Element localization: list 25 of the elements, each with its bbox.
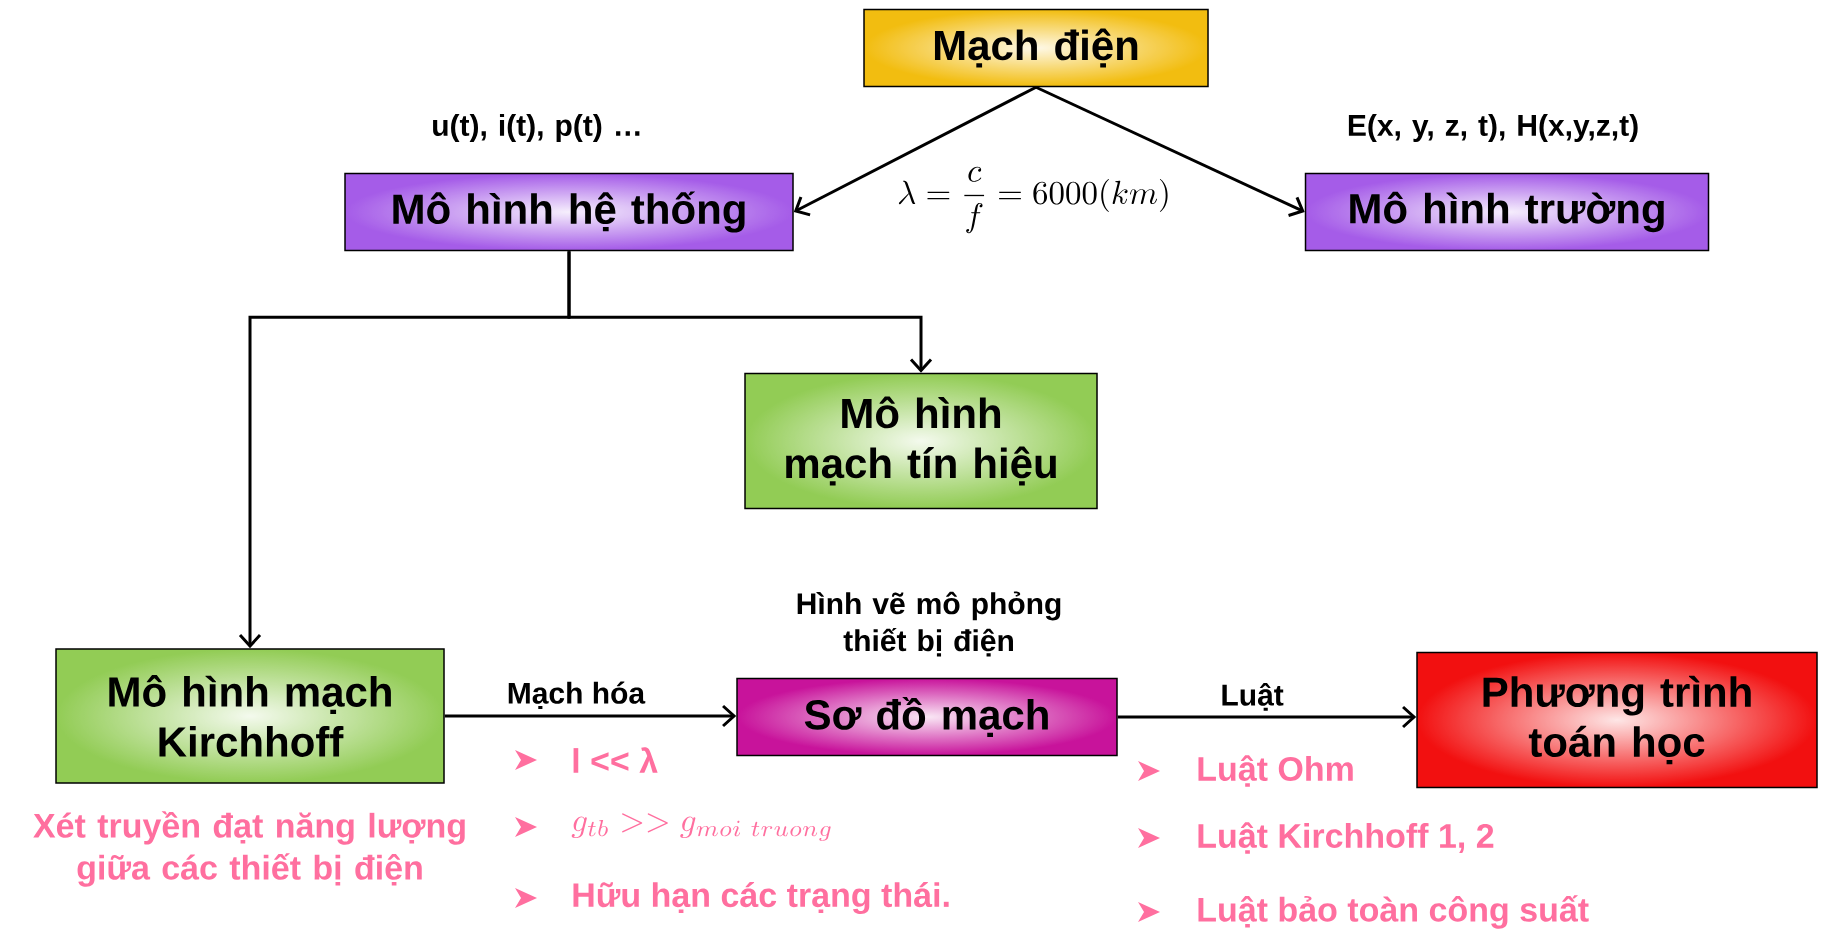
process-box: Phương trình toán học bbox=[1416, 651, 1818, 789]
process-box: Mạch điện bbox=[863, 8, 1209, 88]
bullet-text: Hữu hạn các trạng thái. bbox=[573, 881, 949, 915]
process-box: Mô hình mạch Kirchhoff bbox=[55, 648, 445, 784]
annotation-text: E(x, y, z, t), H(x,y,z,t) bbox=[1348, 114, 1638, 142]
edge-label: Mạch hóa bbox=[508, 681, 646, 709]
arrow bbox=[1035, 85, 1305, 217]
process-box: Mô hình mạch tín hiệu bbox=[744, 372, 1098, 510]
bullet-text: l << λ bbox=[573, 747, 658, 773]
bullet-text: Luật bảo toàn công suất bbox=[1198, 895, 1589, 929]
arrow bbox=[444, 704, 737, 728]
formula: $g_{tb} >> g_{moi\ truong}$ bbox=[571, 813, 831, 841]
process-box: Mô hình hệ thống bbox=[344, 172, 794, 252]
annotation-text: Xét truyền đạt năng lượng giữa các thiết bị điện bbox=[33, 811, 465, 887]
bullet-text: Luật Ohm bbox=[1198, 755, 1353, 787]
arrow bbox=[1117, 705, 1417, 729]
annotation-text: Hình vẽ mô phỏng thiết bị điện bbox=[797, 591, 1061, 657]
arrow bbox=[793, 85, 1037, 217]
formula: $\lambda = \frac{c}{f} = 6000(km)$ bbox=[898, 166, 1168, 234]
edge-label: Luật bbox=[1222, 683, 1284, 711]
bullet-text: Luật Kirchhoff 1, 2 bbox=[1198, 822, 1494, 854]
arrow bbox=[567, 251, 933, 373]
annotation-text: u(t), i(t), p(t) … bbox=[433, 114, 640, 142]
process-box: Mô hình trường bbox=[1304, 172, 1710, 252]
process-box: Sơ đồ mạch bbox=[736, 677, 1118, 757]
